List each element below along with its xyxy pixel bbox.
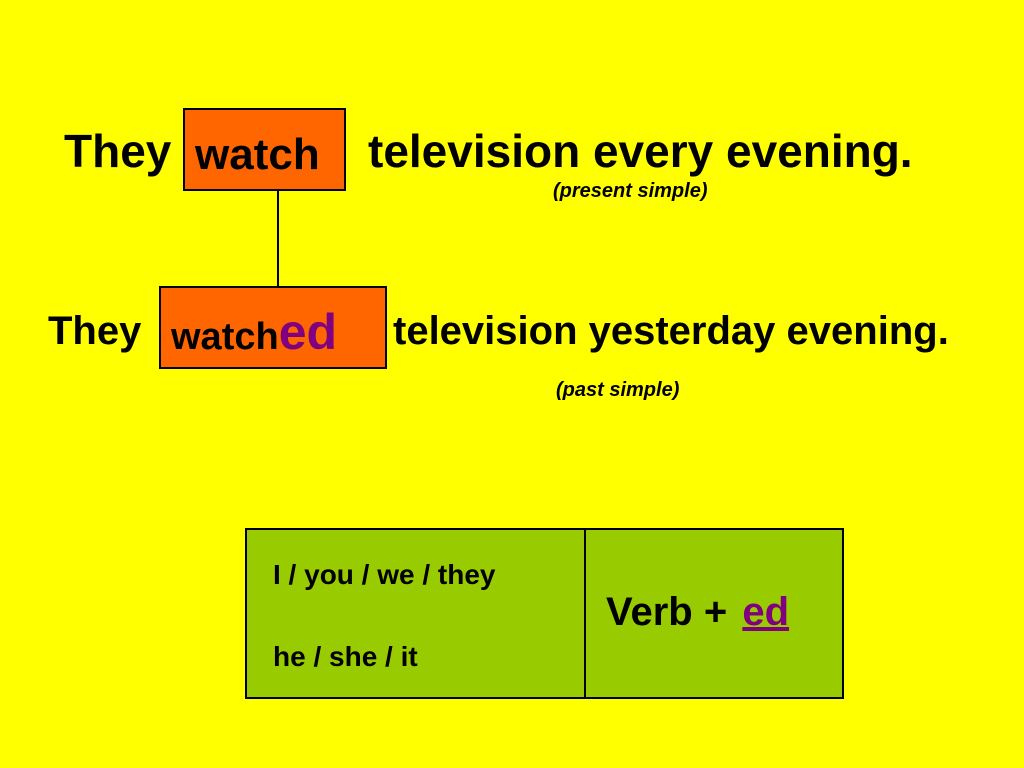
past-verb: watched (171, 307, 337, 357)
rule-table-divider (584, 530, 586, 697)
present-simple-label: (present simple) (553, 180, 708, 202)
connector-line (277, 190, 279, 288)
pronouns-bottom: he / she / it (273, 641, 418, 672)
pronouns-top: I / you / we / they (273, 559, 496, 590)
verb-plus-ed-rule: Verb + ed (606, 592, 789, 632)
rule-table: I / you / we / they he / she / it Verb +… (245, 528, 844, 699)
present-verb-box: watch (183, 108, 346, 191)
past-verb-stem: watch (171, 316, 279, 358)
past-rest: television yesterday evening. (393, 309, 949, 353)
past-verb-ending: ed (278, 304, 338, 360)
past-simple-label: (past simple) (556, 379, 680, 401)
verb-plus-label: Verb + (606, 590, 728, 634)
past-subject: They (48, 309, 142, 353)
ed-ending: ed (742, 590, 790, 634)
present-subject: They (64, 125, 172, 177)
present-rest: television every evening. (368, 125, 913, 177)
past-verb-box: watched (159, 286, 387, 369)
present-verb: watch (195, 130, 320, 179)
